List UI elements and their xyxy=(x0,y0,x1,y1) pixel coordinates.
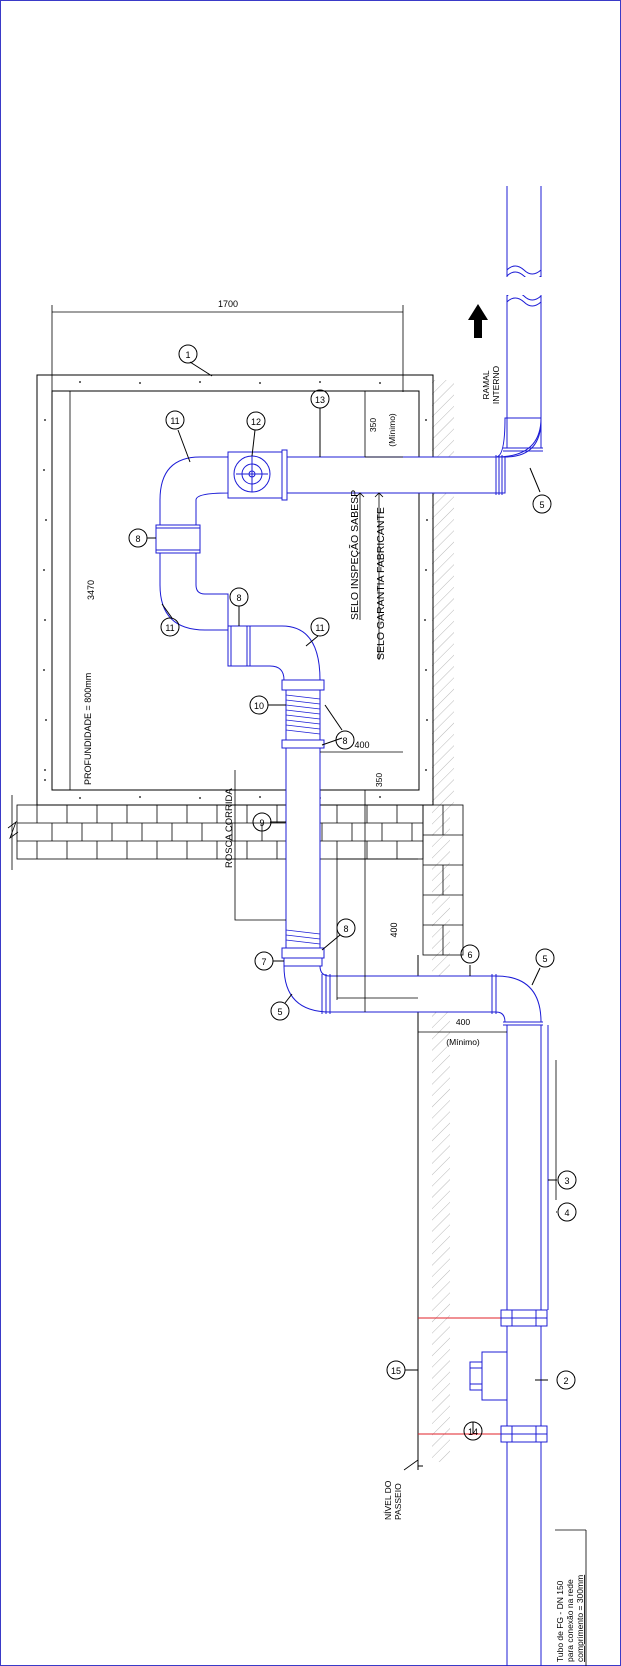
svg-text:11: 11 xyxy=(315,623,324,633)
ramal-line1: RAMAL xyxy=(481,370,491,400)
pipe-break-icon xyxy=(506,265,542,307)
pipe-13 xyxy=(285,456,497,494)
svg-text:5: 5 xyxy=(277,1007,282,1017)
threaded-nipple-10 xyxy=(285,689,321,741)
dim-400-mid: 400 xyxy=(354,740,369,750)
dim-400-sidewalk: 400 xyxy=(456,1017,470,1027)
cut-markers xyxy=(418,1317,505,1435)
network-line2: para conexão na rede xyxy=(565,1579,575,1662)
dim-1700: 1700 xyxy=(218,299,238,309)
callout-4: 4 xyxy=(556,1202,577,1222)
svg-text:11: 11 xyxy=(170,416,179,426)
svg-text:9: 9 xyxy=(259,818,264,828)
sidewalk-line2: PASSEIO xyxy=(393,1483,403,1520)
callout-12: 12 xyxy=(246,411,266,457)
callout-10: 10 xyxy=(249,695,286,715)
soil-hatching xyxy=(432,380,454,1462)
network-leader xyxy=(555,1529,587,1666)
callout-5a: 5 xyxy=(529,467,552,514)
depth-label: PROFUNDIDADE = 800mm xyxy=(83,673,93,785)
svg-text:8: 8 xyxy=(343,924,348,934)
elbow-5-bottom xyxy=(495,975,542,1023)
concrete-box xyxy=(36,374,434,806)
callout-5c: 5 xyxy=(531,948,555,986)
thread-leader xyxy=(234,770,286,921)
callout-8a: 8 xyxy=(128,528,156,548)
sidewalk-line1: NÍVEL DO xyxy=(383,1480,393,1520)
callout-6: 6 xyxy=(460,944,480,976)
callout-13: 13 xyxy=(310,389,330,457)
svg-text:15: 15 xyxy=(391,1366,401,1376)
svg-text:11: 11 xyxy=(165,623,174,633)
callout-11b: 11 xyxy=(160,603,180,637)
svg-text:4: 4 xyxy=(564,1208,569,1218)
callout-14: 14 xyxy=(463,1421,483,1441)
network-line3: comprimento = 300mm xyxy=(575,1575,585,1662)
coupling-8a xyxy=(155,524,201,554)
svg-text:8: 8 xyxy=(342,736,347,746)
callout-2: 2 xyxy=(535,1370,576,1390)
callout-9: 9 xyxy=(252,812,286,832)
callout-11c: 11 xyxy=(305,617,330,647)
callout-5b: 5 xyxy=(270,993,293,1021)
fitting-7 xyxy=(283,957,323,967)
ramal-line2: INTERNO xyxy=(491,365,501,404)
coupling-8d xyxy=(281,947,325,959)
dim-350-bottom: 350 xyxy=(374,773,384,787)
dim-3470: 3470 xyxy=(86,580,96,600)
coupling-8c xyxy=(281,679,325,691)
svg-text:5: 5 xyxy=(542,954,547,964)
callout-11a: 11 xyxy=(165,410,191,463)
brick-wall xyxy=(7,795,464,956)
sidewalk-level xyxy=(417,955,423,1470)
thread-label: ROSCA CORRIDA xyxy=(224,788,235,868)
svg-text:5: 5 xyxy=(539,500,544,510)
callouts: 1 2 3 4 5 5 5 6 7 8 8 8 8 9 10 11 11 11 … xyxy=(128,344,577,1441)
svg-text:14: 14 xyxy=(468,1427,478,1437)
callout-1: 1 xyxy=(178,344,213,377)
pipe-6 xyxy=(329,975,497,1013)
seal-sabesp: SELO INSPEÇÃO SABESP xyxy=(348,490,361,620)
elbow-11-right xyxy=(249,625,321,681)
pipe-3 xyxy=(506,1024,542,1316)
sidewalk-leader xyxy=(403,1459,419,1471)
pipe-network xyxy=(155,186,549,1666)
minimo-bottom: (Mínimo) xyxy=(446,1037,480,1047)
elbow-5-lower xyxy=(283,965,331,1013)
callout-8d: 8 xyxy=(321,918,356,951)
callout-15: 15 xyxy=(386,1360,418,1380)
network-line1: Tubo de FG - DN 150 xyxy=(555,1580,565,1662)
dim-400-left: 400 xyxy=(389,922,399,937)
elbow-11-top xyxy=(159,456,229,526)
svg-text:1: 1 xyxy=(185,350,190,360)
svg-text:10: 10 xyxy=(254,701,264,711)
arrow-up-icon xyxy=(468,304,488,338)
svg-text:7: 7 xyxy=(261,957,266,967)
minimo-top: (Mínimo) xyxy=(387,413,397,447)
dimension-350-top xyxy=(364,391,403,458)
svg-text:2: 2 xyxy=(563,1376,568,1386)
dim-350-top: 350 xyxy=(368,418,378,432)
pipe-9 xyxy=(285,747,321,949)
callout-7: 7 xyxy=(254,951,284,971)
svg-text:8: 8 xyxy=(135,534,140,544)
callout-8b: 8 xyxy=(229,587,249,626)
svg-text:6: 6 xyxy=(467,950,472,960)
svg-text:12: 12 xyxy=(251,417,261,427)
svg-text:3: 3 xyxy=(564,1176,569,1186)
seal-manufacturer: SELO GARANTIA FABRICANTE xyxy=(375,507,387,660)
dimension-1700 xyxy=(51,305,404,392)
callout-8c: 8 xyxy=(321,704,355,750)
svg-text:13: 13 xyxy=(315,395,325,405)
corporation-stop xyxy=(506,1325,542,1427)
callout-3: 3 xyxy=(548,1170,577,1190)
seal-leaders xyxy=(355,492,384,660)
svg-text:8: 8 xyxy=(236,593,241,603)
